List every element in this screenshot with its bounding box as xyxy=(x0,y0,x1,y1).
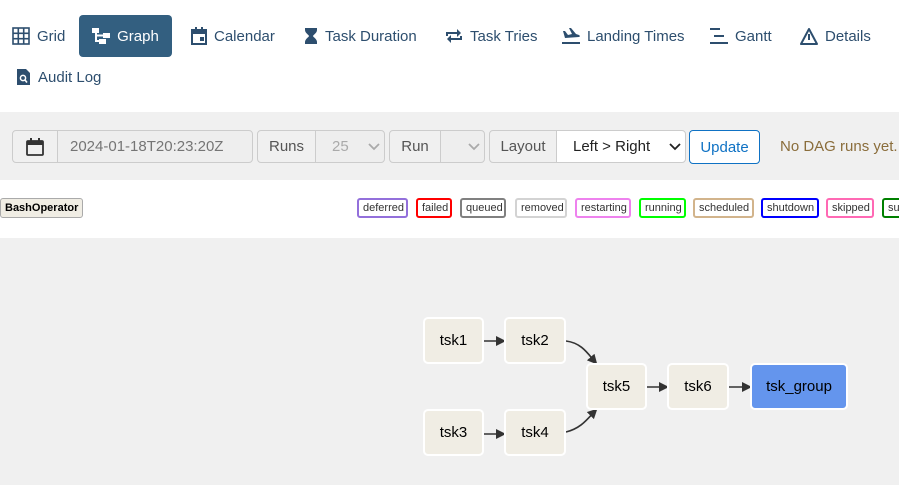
state-badge-skipped: skipped xyxy=(826,198,874,218)
status-text: No DAG runs yet. xyxy=(780,138,898,155)
tab-task-tries-label: Task Tries xyxy=(470,27,538,45)
layout-select[interactable]: Left > Right xyxy=(556,130,686,163)
state-badge-failed: failed xyxy=(416,198,452,218)
task-node-tsk5[interactable]: tsk5 xyxy=(586,363,647,410)
date-picker-button[interactable] xyxy=(12,130,58,163)
runs-select[interactable]: 25 xyxy=(315,130,385,163)
layout-label: Layout xyxy=(489,130,557,163)
node-label: tsk4 xyxy=(521,424,549,441)
node-label: tsk6 xyxy=(684,378,712,395)
tab-grid[interactable]: Grid xyxy=(12,15,65,57)
state-badge-shutdown: shutdown xyxy=(761,198,819,218)
node-label: tsk1 xyxy=(439,332,468,349)
dag-graph-canvas[interactable]: tsk1 tsk2 tsk3 tsk4 tsk5 tsk6 tsk_group xyxy=(0,238,899,485)
tab-calendar[interactable]: Calendar xyxy=(191,15,275,57)
retry-icon xyxy=(446,29,462,43)
tab-grid-label: Grid xyxy=(37,27,66,45)
edge-tsk4-tsk5 xyxy=(565,408,598,433)
calendar-icon xyxy=(191,27,207,45)
warning-triangle-icon xyxy=(800,27,818,45)
tab-landing-times[interactable]: Landing Times xyxy=(562,15,685,57)
tab-graph[interactable]: Graph xyxy=(79,15,172,57)
state-badge-deferred: deferred xyxy=(357,198,408,218)
graph-icon xyxy=(92,28,111,44)
edge-tsk2-tsk5 xyxy=(565,340,598,365)
chevron-down-icon xyxy=(368,143,380,151)
task-node-tsk1[interactable]: tsk1 xyxy=(423,317,484,364)
state-badge-scheduled: scheduled xyxy=(693,198,754,218)
hourglass-icon xyxy=(305,28,317,44)
tab-task-duration[interactable]: Task Duration xyxy=(304,15,417,57)
graph-controls-bar: Runs 25 Run Layout Left > Right Update N… xyxy=(0,112,899,180)
state-badge-running: running xyxy=(639,198,686,218)
node-label: tsk3 xyxy=(439,424,468,441)
runs-select-value: 25 xyxy=(332,138,349,155)
chevron-down-icon xyxy=(468,143,480,151)
run-label: Run xyxy=(389,130,441,163)
update-button[interactable]: Update xyxy=(689,130,760,164)
state-badge-success: success xyxy=(882,198,899,218)
tab-audit-log[interactable]: Audit Log xyxy=(16,56,101,98)
state-badge-restarting: restarting xyxy=(575,198,631,218)
node-label: tsk5 xyxy=(602,378,631,395)
node-label: tsk_group xyxy=(766,378,832,395)
tab-calendar-label: Calendar xyxy=(214,27,275,45)
run-select[interactable] xyxy=(440,130,485,163)
dag-view-tabs: Grid Graph Calendar Task Duration Task T… xyxy=(0,0,899,112)
operator-legend-badge: BashOperator xyxy=(0,198,84,218)
node-label: tsk2 xyxy=(521,332,549,349)
tab-audit-log-label: Audit Log xyxy=(38,68,102,86)
task-node-tsk4[interactable]: tsk4 xyxy=(504,409,566,456)
tab-gantt[interactable]: Gantt xyxy=(710,15,772,57)
grid-icon xyxy=(12,27,30,45)
plane-landing-icon xyxy=(562,28,580,44)
task-group-node-tsk-group[interactable]: tsk_group xyxy=(750,363,848,410)
gantt-icon xyxy=(710,28,728,44)
layout-select-value: Left > Right xyxy=(573,138,651,155)
task-node-tsk6[interactable]: tsk6 xyxy=(667,363,729,410)
tab-details-label: Details xyxy=(825,27,871,45)
state-badge-removed: removed xyxy=(515,198,567,218)
tab-gantt-label: Gantt xyxy=(735,27,772,45)
tab-task-tries[interactable]: Task Tries xyxy=(445,15,538,57)
graph-edges xyxy=(484,336,752,439)
execution-date-input[interactable] xyxy=(57,130,253,163)
document-search-icon xyxy=(17,69,30,85)
tab-details[interactable]: Details xyxy=(800,15,871,57)
task-node-tsk3[interactable]: tsk3 xyxy=(423,409,484,456)
chevron-down-icon xyxy=(669,143,681,151)
tab-landing-times-label: Landing Times xyxy=(587,27,685,45)
calendar-icon xyxy=(26,137,44,156)
runs-label: Runs xyxy=(257,130,316,163)
task-node-tsk2[interactable]: tsk2 xyxy=(504,317,566,364)
legend: BashOperator deferred failed queued removed… xyxy=(0,180,899,238)
tab-task-duration-label: Task Duration xyxy=(325,27,417,45)
tab-graph-label: Graph xyxy=(117,27,159,45)
state-badge-queued: queued xyxy=(460,198,506,218)
